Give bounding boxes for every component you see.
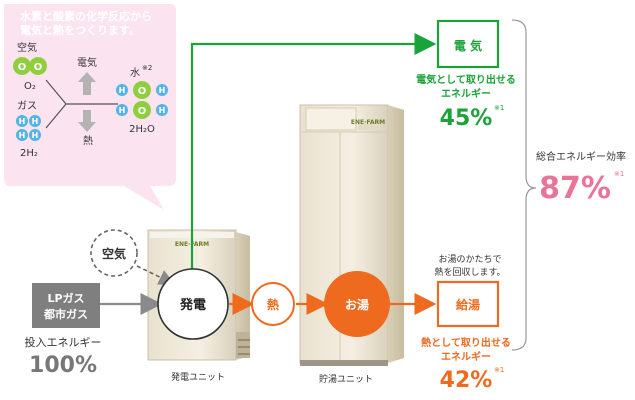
electricity-energy-line1: 電気として取り出せる xyxy=(416,73,516,86)
heat-node-label: 熱 xyxy=(267,297,279,312)
power-unit-caption: 発電ユニット xyxy=(171,371,225,383)
heat-small-label: 熱 xyxy=(83,134,93,147)
input-energy-value: 100% xyxy=(29,353,97,378)
total-efficiency-value: 87% xyxy=(539,171,611,206)
power-generation-node: 発電 xyxy=(157,268,229,340)
svg-text:H: H xyxy=(19,117,26,126)
storage-unit-brand: ENE·FARM xyxy=(351,119,385,126)
hot-water-supply-box: 給湯 xyxy=(436,280,500,328)
electricity-flow-line xyxy=(190,33,437,283)
reaction-lines xyxy=(45,79,118,129)
electricity-energy-line2: エネルギー xyxy=(441,87,491,100)
hydrogen-formula: 2H₂ xyxy=(20,148,38,159)
oxygen-formula: O₂ xyxy=(24,81,36,92)
air-node: 空気 xyxy=(90,229,138,277)
reaction-bubble: 水素と酸素の化学反応から 電気と熱をつくります。 空気 O O O₂ ガス H … xyxy=(4,4,176,210)
arrow-up-icon xyxy=(78,72,96,95)
svg-text:H: H xyxy=(159,86,166,95)
hydrogen-label: ガス xyxy=(17,100,37,112)
oxygen-label: 空気 xyxy=(17,41,37,54)
svg-text:H: H xyxy=(19,131,26,140)
svg-text:O: O xyxy=(34,62,43,73)
gas-input-box: LPガス 都市ガス xyxy=(32,283,100,328)
svg-text:H: H xyxy=(119,86,126,95)
gas-input-line2: 都市ガス xyxy=(43,307,88,321)
bubble-title-2: 電気と熱をつくります。 xyxy=(20,23,140,37)
heat-energy-value: 42% xyxy=(440,368,493,393)
air-node-label: 空気 xyxy=(102,246,126,261)
electricity-output-box: 電 気 xyxy=(436,19,500,69)
oxygen-molecule-icon: O O xyxy=(13,57,47,75)
heat-energy-note: ※1 xyxy=(494,366,504,374)
total-efficiency-note: ※1 xyxy=(614,170,624,178)
hydrogen-molecule-icon: H H H H xyxy=(16,115,41,141)
hot-water-node: お湯 xyxy=(324,271,390,337)
svg-text:H: H xyxy=(159,106,166,115)
storage-unit-caption: 貯湯ユニット xyxy=(319,374,373,385)
electricity-output-label: 電 気 xyxy=(454,38,482,53)
electricity-energy-note: ※1 xyxy=(494,104,504,112)
water-note: ※2 xyxy=(142,64,152,72)
heat-recovery-line2: 熱を回収します。 xyxy=(434,266,505,278)
svg-text:H: H xyxy=(119,106,126,115)
total-efficiency-label: 総合エネルギー効率 xyxy=(536,150,626,163)
input-energy-label: 投入エネルギー xyxy=(25,335,102,349)
hot-water-supply-label: 給湯 xyxy=(456,297,480,312)
electricity-small-label: 電気 xyxy=(77,56,97,69)
svg-text:H: H xyxy=(32,117,39,126)
water-formula: 2H₂O xyxy=(129,124,155,135)
gas-input-line1: LPガス xyxy=(47,291,84,305)
svg-text:H: H xyxy=(32,131,39,140)
heat-energy-line1: 熱として取り出せる xyxy=(421,336,511,349)
heat-recovery-line1: お湯のかたちで xyxy=(438,254,501,265)
bubble-title-1: 水素と酸素の化学反応から xyxy=(20,9,152,23)
water-molecule-icon: H O H H O H xyxy=(116,81,168,119)
hot-water-node-label: お湯 xyxy=(345,297,369,312)
svg-text:O: O xyxy=(138,106,147,117)
heat-energy-line2: エネルギー xyxy=(441,350,491,363)
storage-unit-illustration: ENE·FARM 貯湯ユニット xyxy=(299,104,404,385)
water-label: 水 xyxy=(130,67,140,79)
heat-node: 熱 xyxy=(251,282,295,326)
total-bracket xyxy=(511,19,537,351)
svg-text:O: O xyxy=(138,86,147,97)
svg-text:O: O xyxy=(18,62,27,73)
electricity-energy-value: 45% xyxy=(440,106,493,131)
power-node-label: 発電 xyxy=(179,297,206,313)
arrow-down-icon xyxy=(78,110,96,132)
